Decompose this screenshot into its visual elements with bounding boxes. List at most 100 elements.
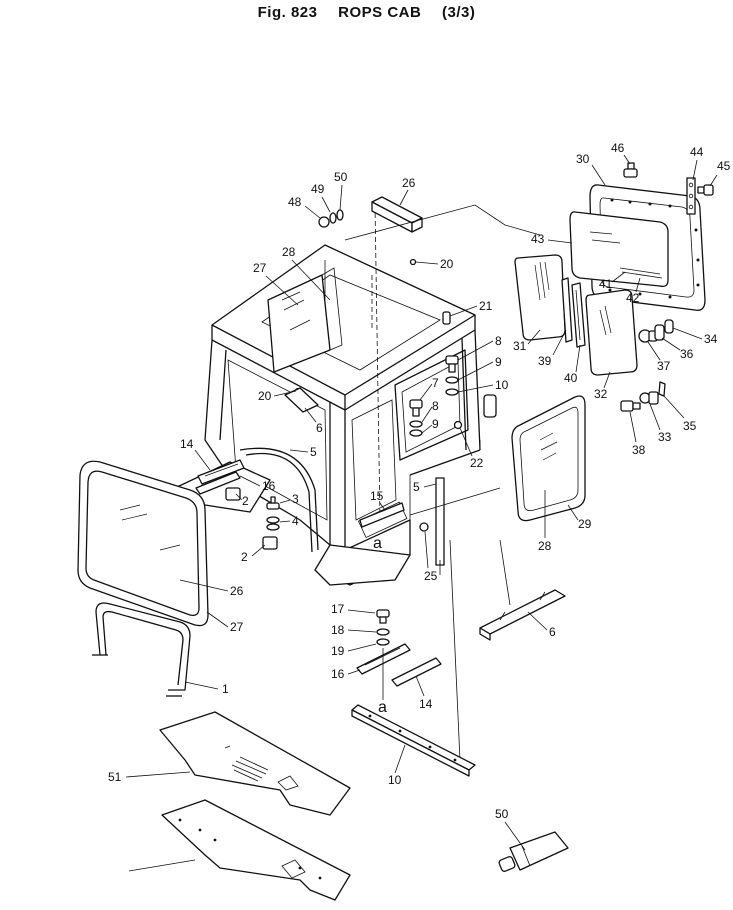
part-31-slide-glass [585, 289, 638, 376]
callout-19: 19 [331, 644, 345, 658]
part-50-floor-mat [159, 711, 351, 816]
callout-7: 7 [432, 376, 439, 390]
callout-5-left: 5 [310, 445, 317, 459]
callout-21: 21 [479, 299, 493, 313]
callout-16-lower: 16 [331, 667, 345, 681]
part-8-washer [409, 420, 423, 428]
callout-22: 22 [470, 456, 484, 470]
callout-10: 10 [388, 773, 402, 787]
callout-29: 30 [576, 152, 590, 166]
part-4-washer [266, 516, 280, 531]
callout-2-upper: 2 [242, 494, 249, 508]
callout-15: 15 [370, 489, 384, 503]
callout-50: 51 [108, 770, 122, 784]
callout-35: 36 [680, 347, 694, 361]
callout-42: 43 [531, 232, 545, 246]
cab-frame [174, 204, 497, 586]
part-28-rear-glass [511, 395, 586, 522]
part-37-bolt [620, 400, 641, 412]
part-30-slide-glass [514, 254, 566, 341]
part-12-washer [445, 376, 459, 384]
callout-6-lower: 6 [549, 625, 556, 639]
part-46-nut [318, 216, 330, 228]
part-35-plate [654, 324, 665, 341]
callout-14-left: 14 [180, 437, 194, 451]
callout-48: 50 [334, 170, 348, 184]
part-9-washer [409, 429, 423, 437]
part-3-bolt [266, 496, 280, 510]
reference-mark-a-upper: a [373, 535, 382, 552]
callout-8: 8 [432, 399, 439, 413]
callout-26: 27 [230, 620, 244, 634]
callout-23: 26 [402, 176, 416, 190]
part-16-hinge-lower [356, 643, 411, 675]
callout-30: 31 [513, 339, 527, 353]
part-32-catch [639, 391, 659, 405]
callout-18: 18 [331, 623, 345, 637]
part-13-washer [445, 388, 459, 396]
part-25-windscreen-glass [85, 470, 200, 616]
figure-label: Fig. 823 [257, 4, 318, 21]
part-42-inner-glass [569, 211, 669, 288]
callout-9: 9 [432, 417, 439, 431]
callout-6-upper: 6 [316, 421, 323, 435]
reference-mark-a-lower: a [378, 699, 387, 716]
callout-44: 45 [717, 159, 731, 173]
callout-1: 1 [222, 682, 229, 696]
callout-45: 46 [611, 141, 625, 155]
callout-36: 37 [657, 359, 671, 373]
callout-labels: 26 48 49 50 28 27 20 21 8 9 10 7 8 9 20 [108, 141, 731, 872]
callout-43: 44 [690, 145, 704, 159]
part-15-strip [359, 502, 405, 528]
callout-34: 35 [683, 419, 697, 433]
callout-14-lower: 14 [419, 697, 433, 711]
part-48-washer [336, 209, 344, 221]
part-39-channel [571, 282, 586, 348]
part-38-channel [561, 277, 573, 343]
part-20-grommet-top [409, 258, 417, 266]
part-24-fastener [419, 522, 429, 532]
part-10-long-bar [351, 704, 476, 777]
callout-27-lower: 28 [538, 539, 552, 553]
figure-page: (3/3) [442, 4, 476, 21]
callout-37: 38 [632, 443, 646, 457]
figure-name: ROPS CAB [338, 4, 422, 21]
part-6-strip-upper [284, 387, 319, 413]
part-11-bolt [445, 355, 459, 373]
callout-20-left: 20 [258, 389, 272, 403]
callout-32: 33 [658, 430, 672, 444]
callout-17: 17 [331, 602, 345, 616]
part-23-roof-block [371, 196, 423, 233]
callout-28-lower: 29 [578, 517, 592, 531]
callout-47: 49 [311, 182, 325, 196]
part-14-hinge-strip [197, 459, 245, 485]
callout-38: 39 [538, 354, 552, 368]
callout-20-top: 20 [440, 257, 454, 271]
part-43-hinge [686, 177, 696, 215]
part-44-bolt [697, 184, 714, 196]
callout-2-lower: 2 [241, 550, 248, 564]
callout-41: 42 [626, 291, 640, 305]
callout-3: 3 [292, 492, 299, 506]
part-1-guard [92, 602, 191, 697]
callout-16-left: 16 [262, 479, 276, 493]
part-14-strip-lower [391, 657, 442, 687]
callout-27-upper: 27 [253, 261, 267, 275]
part-47-washer [329, 212, 337, 224]
part-33-plate [664, 319, 674, 334]
part-21-clip [442, 311, 451, 325]
part-34-latch [658, 381, 666, 397]
callout-40: 41 [599, 277, 613, 291]
part-16-hinge [195, 471, 241, 495]
part-6-bar-lower [479, 589, 566, 641]
part-17-bolt [376, 609, 390, 624]
part-18-washer [376, 628, 390, 636]
callout-25: 26 [230, 584, 244, 598]
part-36-knob [638, 329, 658, 343]
callout-39: 40 [564, 371, 578, 385]
callout-24: 25 [424, 569, 438, 583]
callout-33: 34 [704, 332, 718, 346]
part-5-seal-right [435, 477, 445, 566]
part-5-seal-left [239, 447, 319, 553]
